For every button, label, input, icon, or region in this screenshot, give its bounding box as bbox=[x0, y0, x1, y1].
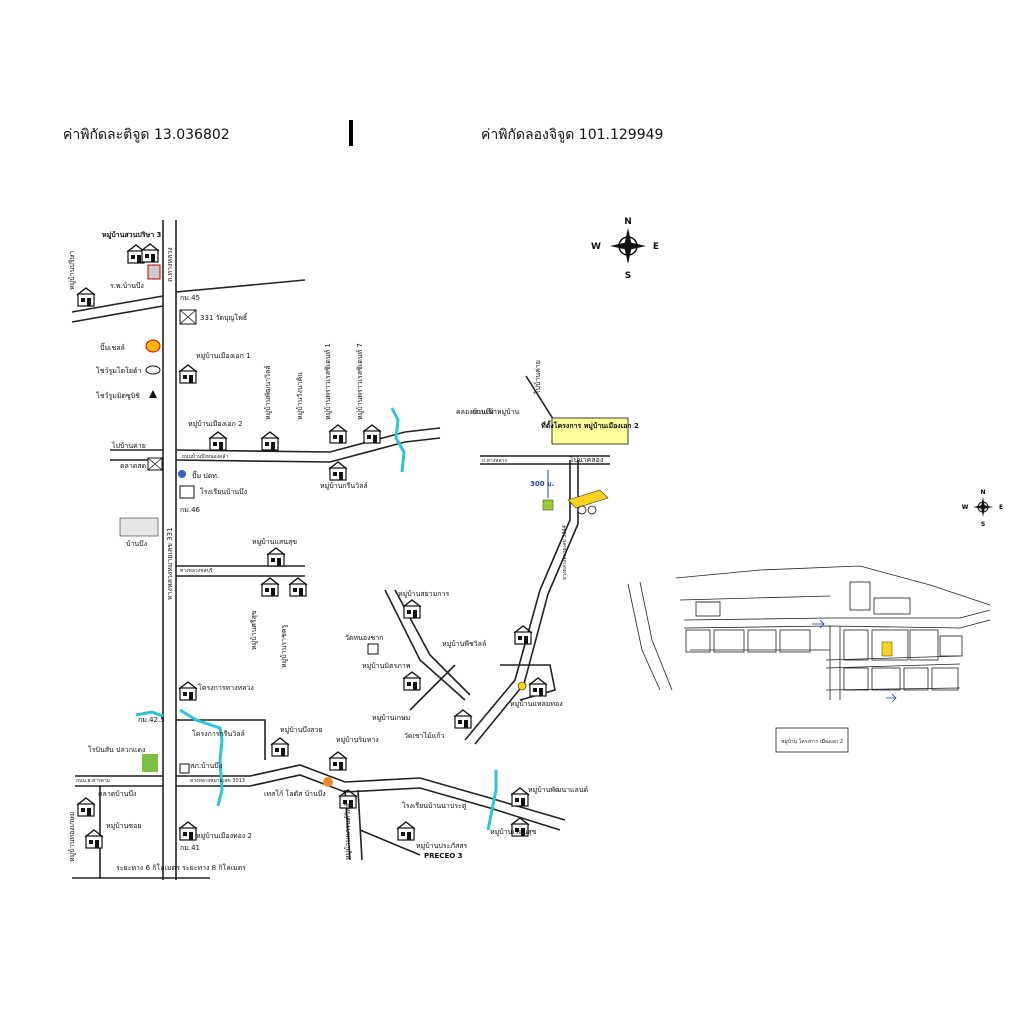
map-label: กม.45 bbox=[180, 294, 200, 302]
map-label: หมู่บ้านปริษา bbox=[68, 251, 76, 290]
map-label: ไปนาคลอง bbox=[569, 455, 603, 464]
map-label: ระยะทาง 6 กิโลเมตร ระยะทาง 8 กิโลเมตร bbox=[116, 863, 246, 872]
map-label: หมู่บ้านสวนปริษา 3 bbox=[102, 230, 162, 240]
map-label: ถ.ทางหลวง bbox=[166, 247, 174, 282]
main-map-labels: หมู่บ้านสวนปริษา 3 ร.พ.บ้านบึง กม.45 331… bbox=[76, 230, 603, 872]
map-label: ร.พ.บ้านบึง bbox=[110, 281, 144, 290]
map-label: หมู่บ้านพัฒนาวิลล์ bbox=[264, 365, 272, 420]
map-label: ถนนบ้านบึงหนองคล้า bbox=[182, 453, 228, 460]
mini-arrow-2 bbox=[886, 693, 897, 703]
map-label: หมู่บ้านเมืองทอง 2 bbox=[196, 832, 252, 840]
map-label: หมู่บ้านบึงสวย bbox=[280, 725, 323, 734]
map-label: หมู่บ้านพีชวิลล์ bbox=[442, 640, 486, 648]
map-label: ไปบ้านค่าย bbox=[111, 441, 146, 450]
mini-arrow bbox=[812, 619, 825, 629]
map-label: โรงเรียนบ้านนาประดู่ bbox=[402, 801, 466, 810]
map-label: ทางหลวงหมายเลข 331 bbox=[166, 527, 174, 600]
mini-project-area bbox=[881, 641, 893, 657]
map-label: หมู่บ้านแสนสุข bbox=[252, 538, 297, 546]
map-label: เทสโก้ โลตัส บ้านบึง bbox=[264, 789, 326, 798]
map-label: สภ.บ้านบึง bbox=[190, 761, 222, 770]
compass-s: S bbox=[625, 271, 631, 281]
map-label: หมู่บ้านเมืองเอก 1 bbox=[196, 352, 251, 360]
map-label: ทางหลวงหมายเลข 3013 bbox=[190, 778, 245, 784]
map-label: หมู่บ้านแกรนด์วิลล์ bbox=[344, 803, 352, 860]
mini-compass-icon: N S E W bbox=[962, 489, 1003, 528]
map-label: ปั๊มเชลล์ bbox=[100, 342, 125, 352]
city-icon bbox=[119, 517, 159, 537]
map-label: หมู่บ้านพราวเรสซิเดนท์ 7 bbox=[356, 343, 364, 420]
canals bbox=[135, 407, 498, 831]
map-label: โครงการทางหลวง bbox=[198, 683, 254, 692]
map-label: หมู่บ้านทองเกษม bbox=[68, 812, 76, 862]
mini-map bbox=[627, 565, 991, 753]
map-label: คลองบ้านบึง bbox=[456, 407, 494, 416]
map-label: หมู่บ้านเรือนสุข bbox=[490, 828, 537, 836]
map-label: S bbox=[981, 521, 985, 528]
latitude-text: ค่าพิกัดละติจูด 13.036802 bbox=[63, 127, 230, 143]
map-label: ถนนเข้าหมู่บ้าน bbox=[472, 408, 520, 416]
map-label: N bbox=[980, 489, 985, 496]
map-label: หมู่บ้านศรีสุข bbox=[250, 610, 258, 650]
divider bbox=[349, 120, 353, 146]
vertical-labels: หมู่บ้านปริษา ถ.ทางหลวง ทางหลวงหมายเลข 3… bbox=[68, 247, 568, 862]
toyota-icon bbox=[145, 365, 161, 375]
map-label: วัดหนองชาก bbox=[345, 634, 383, 642]
robinson-icon bbox=[142, 754, 158, 772]
map-label: ทางหลวงชลบุรี bbox=[180, 567, 213, 574]
map-label: หมู่บ้านมิตรภาพ bbox=[362, 662, 411, 670]
map-label: หมู่บ้านพราวเรสซิเดนท์ 1 bbox=[324, 343, 332, 420]
map-label: หมู่บ้านพัฒนาแลนด์ bbox=[528, 786, 588, 794]
map-label: ถ.ทางหลวง bbox=[482, 458, 507, 464]
map-label: โรบินสัน ปลวกแดง bbox=[88, 745, 145, 754]
map-label: กม.42.5 bbox=[138, 716, 165, 724]
map-label: หมู่บ้านเมืองเอก 2 bbox=[188, 420, 243, 428]
map-label: โรงเรียนบ้านบึง bbox=[200, 487, 247, 496]
map-label: ปั๊ม ปตท. bbox=[192, 470, 219, 480]
map-label: หมู่บ้านกรีนวิลล์ bbox=[320, 482, 368, 490]
map-label: หมู่บ้านแหลมทอง bbox=[510, 700, 563, 708]
project-location-box: ที่ตั้งโครงการ หมู่บ้านเมืองเอก 2 300 ม. bbox=[530, 417, 639, 515]
main-map-roads bbox=[71, 220, 610, 880]
compass-icon: N S E W bbox=[591, 217, 659, 281]
map-label: กม.41 bbox=[180, 844, 200, 852]
map-label: 331 วัดบุญโพธิ์ bbox=[200, 312, 249, 322]
map-label: ถนน ธ.สารคาม bbox=[76, 778, 110, 784]
shell-icon bbox=[145, 339, 161, 353]
map-label: หมู่บ้านวังนาคิน bbox=[296, 372, 304, 420]
project-label: ที่ตั้งโครงการ หมู่บ้านเมืองเอก 2 bbox=[541, 419, 639, 431]
map-label: บ้านบึง bbox=[126, 539, 147, 548]
map-label: ไปบ้านค่าย bbox=[533, 360, 542, 395]
map-label: ตลาดสด bbox=[120, 462, 146, 470]
map-label: หมู่บ้านเกษม bbox=[372, 714, 410, 722]
mitsubishi-icon bbox=[149, 390, 157, 398]
map-label: โครงการกรีนวิลล์ bbox=[192, 729, 245, 738]
longitude-text: ค่าพิกัดลองจิจูด 101.129949 bbox=[481, 127, 664, 143]
hospital-icon bbox=[147, 264, 161, 280]
compass-n: N bbox=[624, 217, 632, 227]
map-label: หมู่บ้านประภัสสร bbox=[416, 842, 468, 850]
map-label: PRECEO 3 bbox=[424, 852, 463, 860]
landmark-icons bbox=[119, 264, 527, 787]
map-label: ทางหลวงหมายเลข 3344 bbox=[562, 525, 568, 580]
map-label: โชว์รูมโตโยต้า bbox=[96, 366, 142, 375]
map-label: ตลาดบ้านบึง bbox=[98, 789, 136, 798]
distance-label: 300 ม. bbox=[530, 480, 554, 488]
map-label: หมู่บ้านริมทาง bbox=[336, 736, 379, 744]
map-label: หมู่บ้านราชครู bbox=[280, 624, 288, 668]
map-label: โชว์รูมมิตซูบิชิ bbox=[96, 391, 140, 400]
map-label: E bbox=[999, 504, 1003, 511]
compass-w: W bbox=[591, 242, 601, 252]
map-label: กม.46 bbox=[180, 506, 201, 514]
map-label: หมู่บ้านซอย bbox=[106, 822, 141, 830]
map-label: วัดเขาไม้แก้ว bbox=[404, 731, 444, 740]
map-label: W bbox=[962, 504, 969, 511]
map-label: หมู่บ้านสยามการ bbox=[398, 590, 449, 598]
school-icon bbox=[179, 485, 195, 499]
gas-station-icon bbox=[178, 470, 186, 478]
gas-station-icon bbox=[542, 499, 554, 511]
mini-caption: หมู่บ้าน โครงการ เมืองเอก 2 bbox=[781, 738, 843, 745]
compass-e: E bbox=[653, 242, 659, 252]
